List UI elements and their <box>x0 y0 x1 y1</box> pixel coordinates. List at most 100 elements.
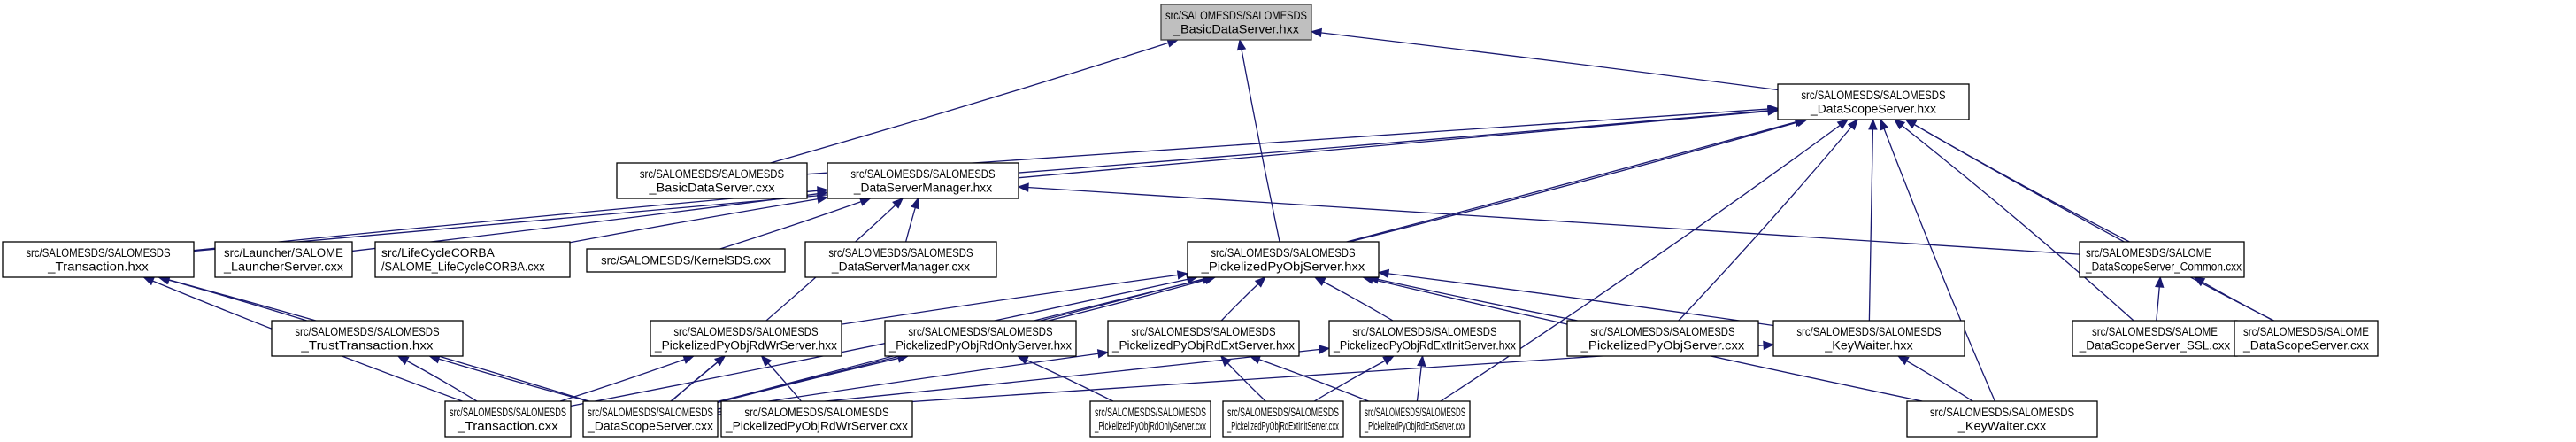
node-box[interactable] <box>1777 83 1970 120</box>
node-box[interactable] <box>2234 320 2379 357</box>
arrowhead-icon <box>1176 270 1189 280</box>
node-box[interactable] <box>444 400 572 438</box>
graph-node-n8[interactable]: src/SALOMESDS/SALOMESDS_DataServerManage… <box>804 241 997 278</box>
node-box[interactable] <box>884 320 1077 357</box>
node-box[interactable] <box>1359 400 1471 438</box>
graph-node-n1[interactable]: src/SALOMESDS/SALOMESDS_DataScopeServer.… <box>1777 83 1970 120</box>
node-label-line: _DataServerManager.hxx <box>853 181 992 194</box>
arrowhead-icon <box>396 355 410 366</box>
arrowhead-icon <box>892 198 904 209</box>
graph-node-n9[interactable]: src/SALOMESDS/SALOMESDS_PickelizedPyObjS… <box>1187 241 1380 278</box>
graph-node-n16[interactable]: src/SALOMESDS/SALOMESDS_PickelizedPyObjS… <box>1566 320 1759 357</box>
node-box[interactable] <box>1906 400 2098 438</box>
node-box[interactable] <box>2079 241 2245 278</box>
node-box[interactable] <box>1772 320 1965 357</box>
node-box[interactable] <box>214 241 353 278</box>
graph-node-n0[interactable]: src/SALOMESDS/SALOMESDS_BasicDataServer.… <box>1160 4 1312 41</box>
root-node-box[interactable] <box>1160 4 1312 41</box>
node-label-line: src/SALOMESDS/SALOMESDS <box>640 167 784 181</box>
graph-node-n26[interactable]: src/SALOMESDS/SALOMESDS_KeyWaiter.cxx <box>1906 400 2098 438</box>
graph-node-n4[interactable]: src/SALOMESDS/SALOMESDS_Transaction.hxx <box>2 241 195 278</box>
node-label-line: _DataScopeServer.cxx <box>2242 338 2369 352</box>
edge-n17-to-n9 <box>1378 271 1774 327</box>
graph-node-n13[interactable]: src/SALOMESDS/SALOMESDS_PickelizedPyObjR… <box>884 320 1077 357</box>
arrowhead-icon <box>1847 118 1859 131</box>
graph-node-n15[interactable]: src/SALOMESDS/SALOMESDS_PickelizedPyObjR… <box>1328 320 1521 357</box>
graph-node-n3[interactable]: src/SALOMESDS/SALOMESDS_DataServerManage… <box>827 162 1019 199</box>
edge-n11-to-n4 <box>158 276 307 322</box>
node-box[interactable] <box>720 400 913 438</box>
node-box[interactable] <box>804 241 997 278</box>
node-label-line: _TrustTransaction.hxx <box>300 338 433 352</box>
graph-node-n17[interactable]: src/SALOMESDS/SALOMESDS_KeyWaiter.hxx <box>1772 320 1965 357</box>
node-label-line: _PickelizedPyObjRdWrServer.cxx <box>725 419 908 432</box>
edge-n21-to-n11 <box>429 355 588 402</box>
arrowhead-icon <box>1382 355 1395 366</box>
graph-node-n22[interactable]: src/SALOMESDS/SALOMESDS_PickelizedPyObjR… <box>720 400 913 438</box>
node-box[interactable] <box>586 248 786 273</box>
edge-n3-to-n1 <box>1018 109 1779 174</box>
node-label-line: src/Launcher/SALOME <box>224 246 343 260</box>
node-label-line: src/SALOMESDS/SALOMESDS <box>1365 406 1465 419</box>
arrowhead-icon <box>911 197 920 210</box>
graph-node-n23[interactable]: src/SALOMESDS/SALOMESDS_PickelizedPyObjR… <box>1089 400 1211 438</box>
graph-node-n25[interactable]: src/SALOMESDS/SALOMESDS_PickelizedPyObjR… <box>1359 400 1471 438</box>
arrowhead-icon <box>1880 118 1889 131</box>
node-box[interactable] <box>616 162 808 199</box>
graph-node-n21[interactable]: src/SALOMESDS/SALOMESDS_DataScopeServer.… <box>582 400 719 438</box>
graph-node-n24[interactable]: src/SALOMESDS/SALOMESDS_PickelizedPyObjR… <box>1222 400 1344 438</box>
node-label-line: src/SALOMESDS/SALOME <box>2086 246 2211 260</box>
node-label-line: src/SALOMESDS/SALOMESDS <box>295 325 439 338</box>
nodes-layer: src/SALOMESDS/SALOMESDS_BasicDataServer.… <box>2 4 2379 438</box>
graph-node-n6[interactable]: src/LifeCycleCORBA/SALOME_LifeCycleCORBA… <box>374 241 571 278</box>
node-label-line: _DataServerManager.cxx <box>831 260 970 273</box>
arrowhead-icon <box>1219 355 1232 367</box>
node-label-line: _DataScopeServer.hxx <box>1810 102 1936 115</box>
node-label-line: src/SALOMESDS/SALOMESDS <box>673 325 818 338</box>
node-box[interactable] <box>650 320 842 357</box>
edge-n17-to-n1 <box>1868 119 1874 322</box>
node-box[interactable] <box>1566 320 1759 357</box>
arrowhead-icon <box>858 197 872 206</box>
edge-n18-to-n1 <box>1894 119 2134 322</box>
graph-node-n11[interactable]: src/SALOMESDS/SALOMESDS_TrustTransaction… <box>271 320 464 357</box>
node-label-line: src/SALOMESDS/SALOMESDS <box>1095 406 1206 419</box>
node-box[interactable] <box>2072 320 2238 357</box>
graph-node-n18[interactable]: src/SALOMESDS/SALOME_DataScopeServer_SSL… <box>2072 320 2238 357</box>
node-box[interactable] <box>271 320 464 357</box>
edge-n19-to-n10 <box>2194 276 2274 322</box>
node-label-line: src/SALOMESDS/SALOMESDS <box>828 246 973 260</box>
node-box[interactable] <box>1222 400 1344 438</box>
node-box[interactable] <box>2 241 195 278</box>
graph-node-n7[interactable]: src/SALOMESDS/KernelSDS.cxx <box>586 248 786 273</box>
node-label-line: src/SALOMESDS/KernelSDS.cxx <box>601 254 771 268</box>
graph-node-n5[interactable]: src/Launcher/SALOME_LauncherServer.cxx <box>214 241 353 278</box>
node-box[interactable] <box>582 400 719 438</box>
arrowhead-icon <box>1767 106 1780 116</box>
arrowhead-icon <box>1017 182 1029 192</box>
graph-node-n2[interactable]: src/SALOMESDS/SALOMESDS_BasicDataServer.… <box>616 162 808 199</box>
node-label-line: _PickelizedPyObjRdExtServer.cxx <box>1364 419 1465 432</box>
node-box[interactable] <box>1089 400 1211 438</box>
node-box[interactable] <box>827 162 1019 199</box>
arrowhead-icon <box>1868 118 1878 130</box>
node-box[interactable] <box>1187 241 1380 278</box>
edge-n21-to-n12 <box>671 355 726 402</box>
node-box[interactable] <box>374 241 571 278</box>
edge-n9-to-n1 <box>1349 119 1808 243</box>
graph-node-n14[interactable]: src/SALOMESDS/SALOMESDS_PickelizedPyObjR… <box>1107 320 1300 357</box>
graph-node-n10[interactable]: src/SALOMESDS/SALOME_DataScopeServer_Com… <box>2079 241 2245 278</box>
node-box[interactable] <box>1107 320 1300 357</box>
graph-node-n20[interactable]: src/SALOMESDS/SALOMESDS_Transaction.cxx <box>444 400 572 438</box>
arrowhead-icon <box>2193 276 2206 287</box>
graph-node-n12[interactable]: src/SALOMESDS/SALOMESDS_PickelizedPyObjR… <box>650 320 842 357</box>
arrowhead-icon <box>2155 275 2165 288</box>
edge-n6-to-n3 <box>569 197 828 244</box>
node-label-line: src/SALOMESDS/SALOMESDS <box>1796 325 1941 338</box>
edge-n1-to-n0 <box>1311 30 1779 91</box>
edge-n9-to-n0 <box>1239 39 1280 243</box>
node-box[interactable] <box>1328 320 1521 357</box>
graph-node-n19[interactable]: src/SALOMESDS/SALOME_DataScopeServer.cxx <box>2234 320 2379 357</box>
arrowhead-icon <box>682 354 696 364</box>
